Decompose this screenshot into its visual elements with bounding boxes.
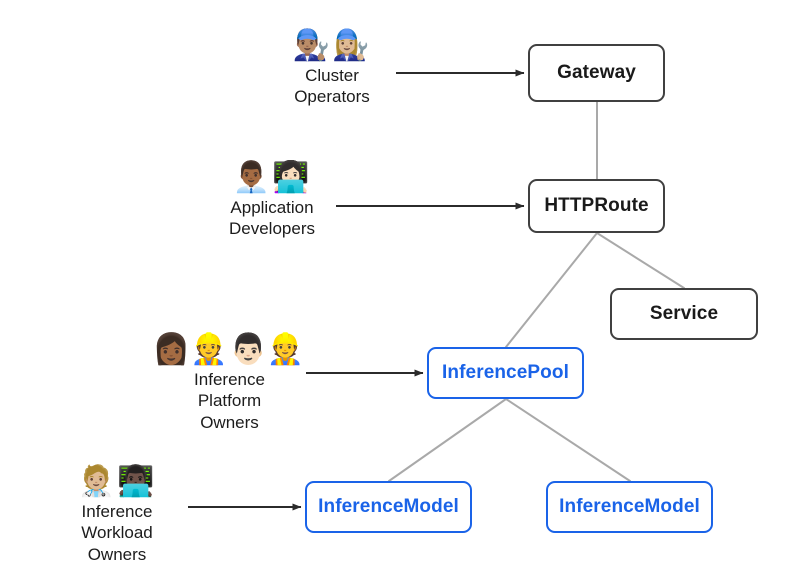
node-inferencemodel1[interactable]: InferenceModel — [305, 481, 472, 533]
node-label: InferenceModel — [318, 496, 459, 517]
node-label: InferencePool — [442, 362, 569, 383]
node-inferencemodel2[interactable]: InferenceModel — [546, 481, 713, 533]
node-label: Gateway — [557, 62, 636, 83]
persona-cluster-operators: 👨🏽‍🔧👩🏼‍🔧Cluster Operators — [272, 28, 392, 108]
relation-line-httproute-service — [596, 232, 685, 289]
man-office-worker-icon: 👨🏾‍💼👩🏻‍💻 — [232, 160, 312, 195]
node-gateway[interactable]: Gateway — [528, 44, 665, 102]
node-label: HTTPRoute — [544, 195, 649, 216]
persona-inference-workload-owners: 🧑🏼‍⚕️👨🏿‍💻Inference Workload Owners — [52, 464, 182, 565]
relation-line-httproute-inferencepool — [505, 232, 598, 348]
health-worker-icon: 🧑🏼‍⚕️👨🏿‍💻 — [77, 464, 157, 499]
man-mechanic-icon: 👨🏽‍🔧👩🏼‍🔧 — [292, 28, 372, 63]
node-service[interactable]: Service — [610, 288, 758, 340]
woman-construction-worker-icon: 👩🏾‍👷👨🏻‍👷 — [152, 332, 307, 367]
persona-application-developers: 👨🏾‍💼👩🏻‍💻Application Developers — [212, 160, 332, 240]
persona-label: Application Developers — [229, 198, 315, 239]
relation-line-inferencepool-inferencemodel-1 — [388, 398, 507, 482]
persona-label: Inference Platform Owners — [194, 370, 265, 432]
persona-inference-platform-owners: 👩🏾‍👷👨🏻‍👷Inference Platform Owners — [153, 333, 304, 433]
node-label: Service — [649, 303, 719, 324]
node-httproute[interactable]: HTTPRoute — [528, 179, 665, 233]
node-inferencepool[interactable]: InferencePool — [427, 347, 584, 399]
persona-label: Inference Workload Owners — [81, 502, 153, 564]
persona-arrows — [188, 69, 525, 511]
relation-line-inferencepool-inferencemodel-2 — [505, 398, 631, 482]
persona-label: Cluster Operators — [294, 66, 370, 107]
node-label: InferenceModel — [559, 496, 700, 517]
